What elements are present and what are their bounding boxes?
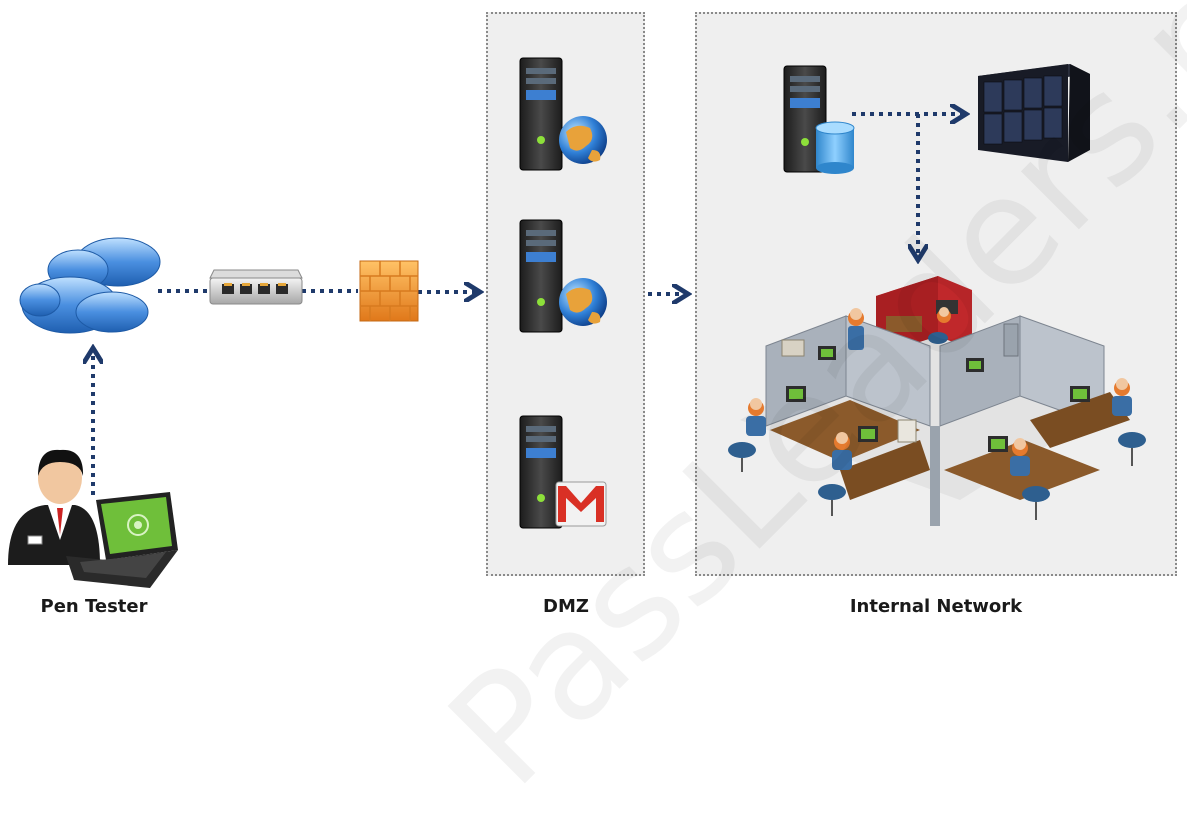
pen-tester-label: Pen Tester [40, 596, 148, 617]
person-icon [8, 449, 100, 565]
dmz-label: DMZ [543, 596, 589, 617]
laptop-icon [66, 492, 178, 588]
mail-server-icon [519, 415, 607, 529]
cloud-icon [19, 237, 161, 334]
storage-array-icon [978, 64, 1090, 162]
database-server-icon [783, 65, 855, 174]
firewall-icon [359, 260, 419, 322]
office-cubicles-icon [728, 276, 1146, 526]
network-diagram: PassLeaders.net Pen Tester DMZ Internal … [8, 0, 1187, 819]
network-switch-icon [209, 269, 303, 305]
internal-network-label: Internal Network [849, 596, 1023, 617]
web-server-icon [519, 219, 607, 333]
web-server-icon [519, 57, 607, 171]
diagram-graphics [8, 57, 1146, 588]
